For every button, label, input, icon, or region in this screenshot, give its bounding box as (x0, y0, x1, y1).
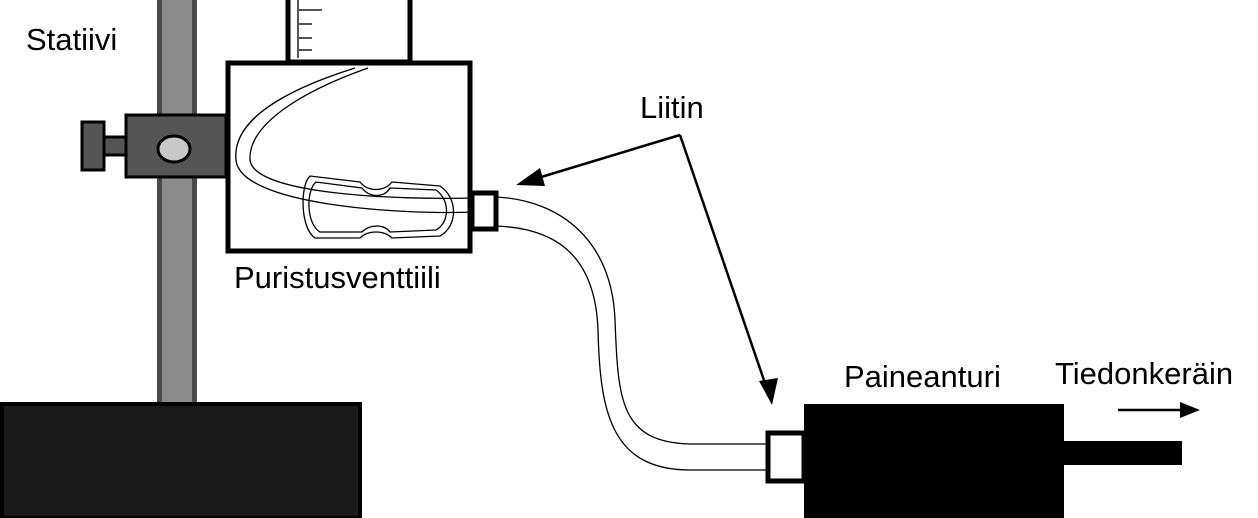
connecting-tube (495, 196, 770, 471)
stand-base (0, 402, 362, 518)
sensor-cable (1062, 441, 1182, 465)
pressure-sensor-body (804, 404, 1064, 518)
connector-label: Liitin (640, 90, 704, 125)
pinch-valve-box (225, 60, 473, 254)
sensor-connector (765, 430, 807, 484)
data-output-arrow-icon (1180, 402, 1200, 418)
stand-rod (157, 0, 197, 405)
pressure-sensor-label: Paineanturi (844, 359, 1001, 394)
connector-pointer-arrows (527, 133, 770, 393)
clamp-screw-icon (156, 134, 192, 164)
arrowhead-to-sensor-icon (759, 378, 778, 405)
stand-clamp (80, 113, 228, 179)
valve-tube (235, 67, 476, 239)
pinch-valve-label: Puristusventtiili (234, 260, 441, 295)
stand-label: Statiivi (26, 22, 117, 57)
arrowhead-to-valve-icon (516, 168, 545, 186)
syringe (285, 0, 413, 65)
valve-connector (469, 190, 499, 232)
data-logger-label: Tiedonkeräin (1055, 356, 1233, 391)
